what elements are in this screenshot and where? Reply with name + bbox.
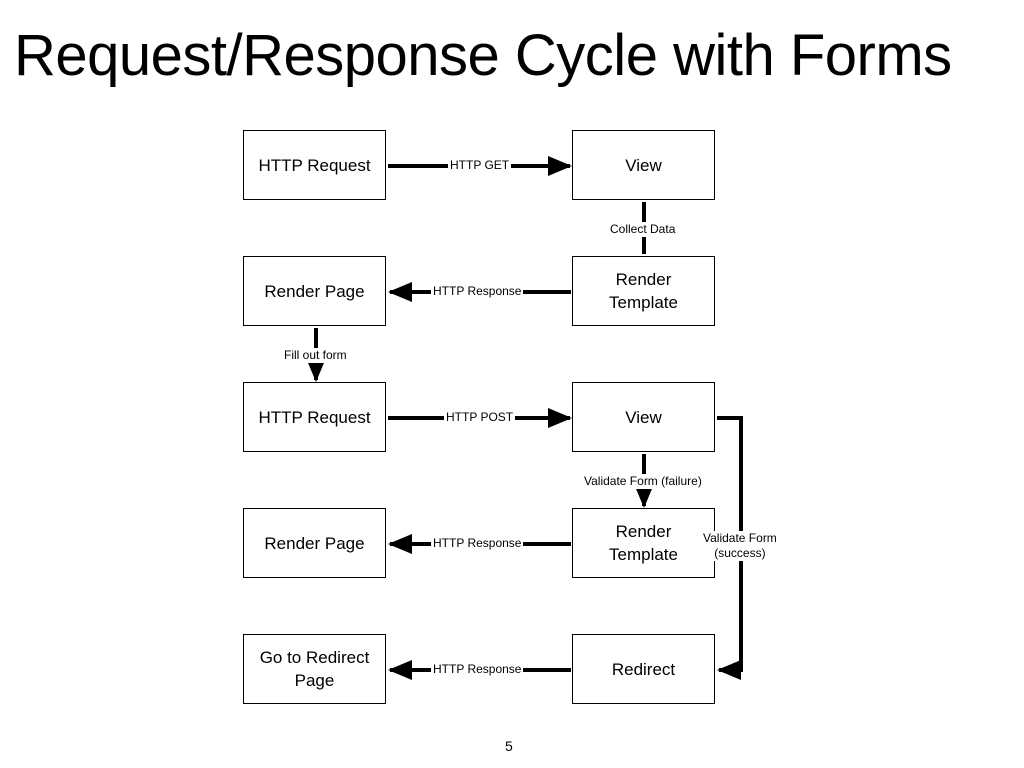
label-http-get: HTTP GET [448, 158, 512, 173]
node-view-1: View [572, 130, 715, 200]
node-http-request-1: HTTP Request [243, 130, 386, 200]
node-render-page-1: Render Page [243, 256, 386, 326]
node-http-request-2: HTTP Request [243, 382, 386, 452]
label-validate-success: Validate Form (success) [701, 531, 779, 561]
label-http-response-1: HTTP Response [431, 284, 524, 299]
node-go-to-redirect-page: Go to Redirect Page [243, 634, 386, 704]
label-http-response-3: HTTP Response [431, 662, 524, 677]
label-http-response-2: HTTP Response [431, 536, 524, 551]
label-validate-failure: Validate Form (failure) [582, 474, 704, 489]
page-title: Request/Response Cycle with Forms [14, 23, 952, 88]
node-render-template-1: Render Template [572, 256, 715, 326]
node-redirect: Redirect [572, 634, 715, 704]
page-number: 5 [505, 738, 513, 754]
label-http-post: HTTP POST [444, 410, 516, 425]
label-collect-data: Collect Data [608, 222, 678, 237]
label-fill-out-form: Fill out form [282, 348, 349, 363]
node-render-page-2: Render Page [243, 508, 386, 578]
node-view-2: View [572, 382, 715, 452]
node-render-template-2: Render Template [572, 508, 715, 578]
